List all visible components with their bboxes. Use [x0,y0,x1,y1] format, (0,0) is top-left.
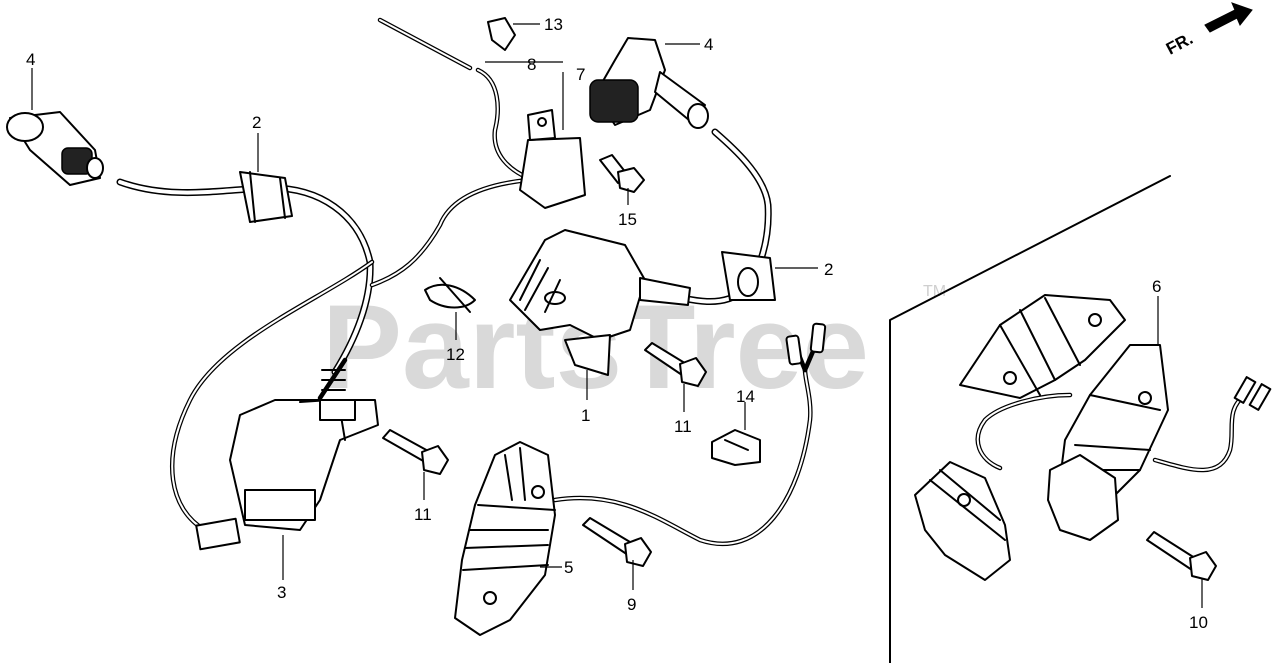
callout-labels: 1 2 2 3 4 4 5 6 7 8 9 10 11 11 12 13 14 … [26,15,1208,632]
callout-6: 6 [1152,277,1161,296]
ignition-coil-3 [229,357,379,531]
callout-9: 9 [627,595,636,614]
callout-3: 3 [277,583,286,602]
front-direction-indicator: FR. [1163,2,1253,59]
spark-plug-cap-left [6,111,104,186]
callout-7: 7 [576,65,585,84]
callout-4-right: 4 [704,35,713,54]
pulser-coil-5 [454,441,556,636]
trademark-mark: TM [923,283,946,300]
callout-5: 5 [564,558,573,577]
spring-clip [424,277,476,313]
ignition-coil-1 [509,229,691,376]
grommet-left [239,171,293,223]
callout-10: 10 [1189,613,1208,632]
callout-14: 14 [736,387,755,406]
callout-15: 15 [618,210,637,229]
leader-lines [31,23,1203,608]
bolt-10 [1146,531,1217,581]
bolt-15 [599,154,645,193]
bracket-14 [711,429,761,466]
callout-13: 13 [544,15,563,34]
charge-coil-assembly-6 [914,294,1272,581]
clip-part [487,17,516,51]
callout-1: 1 [581,406,590,425]
wire-connector [195,517,241,551]
callout-8: 8 [527,55,536,74]
callout-11-left: 11 [414,505,432,524]
bolt-11-right [644,342,707,387]
ignition-module [519,109,586,209]
callout-4-left: 4 [26,50,35,69]
spark-plug-cap-right [589,37,709,129]
callout-2-right: 2 [824,260,833,279]
callout-11-right: 11 [674,417,692,436]
inset-frame [889,175,1171,664]
front-label: FR. [1163,29,1196,59]
bullet-connectors [785,322,827,366]
bolt-9 [582,517,652,567]
callout-2-left: 2 [252,113,261,132]
bolt-11-left [382,429,449,475]
callout-12: 12 [446,345,465,364]
grommet-right [721,251,776,301]
